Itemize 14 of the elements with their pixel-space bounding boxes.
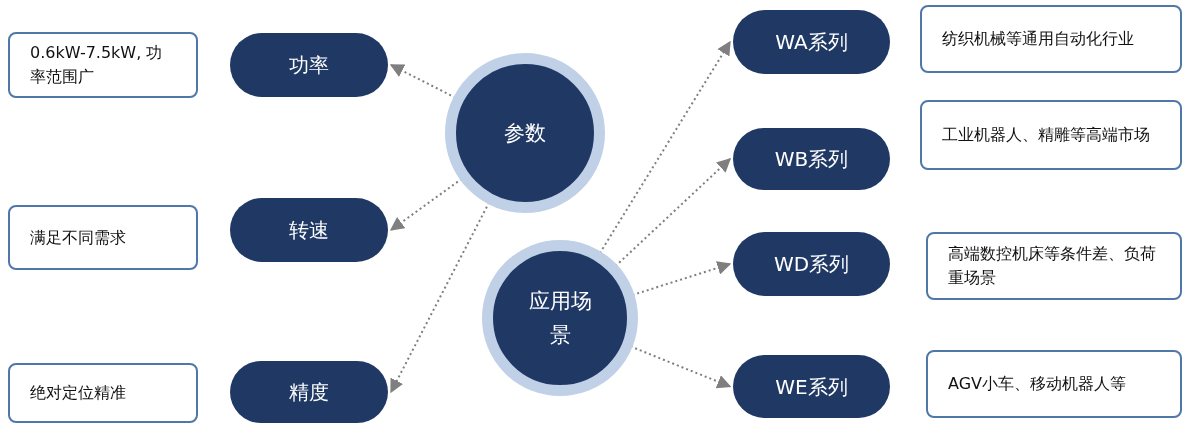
description-box: AGV小车、移动机器人等 [926,350,1182,418]
description-box: 工业机器人、精雕等高端市场 [920,100,1182,170]
category-pill: 转速 [230,198,388,262]
category-pill: WB系列 [733,128,890,190]
category-pill: 精度 [230,361,388,423]
category-pill: WD系列 [733,232,890,296]
category-pill: WE系列 [733,355,890,418]
category-pill: WA系列 [733,10,890,74]
description-box: 0.6kW-7.5kW, 功率范围广 [8,32,198,98]
description-box: 高端数控机床等条件差、负荷重场景 [926,232,1182,300]
category-pill: 功率 [230,33,388,97]
description-box: 纺织机械等通用自动化行业 [920,5,1182,73]
description-box: 满足不同需求 [8,205,198,270]
description-box: 绝对定位精准 [8,363,198,423]
